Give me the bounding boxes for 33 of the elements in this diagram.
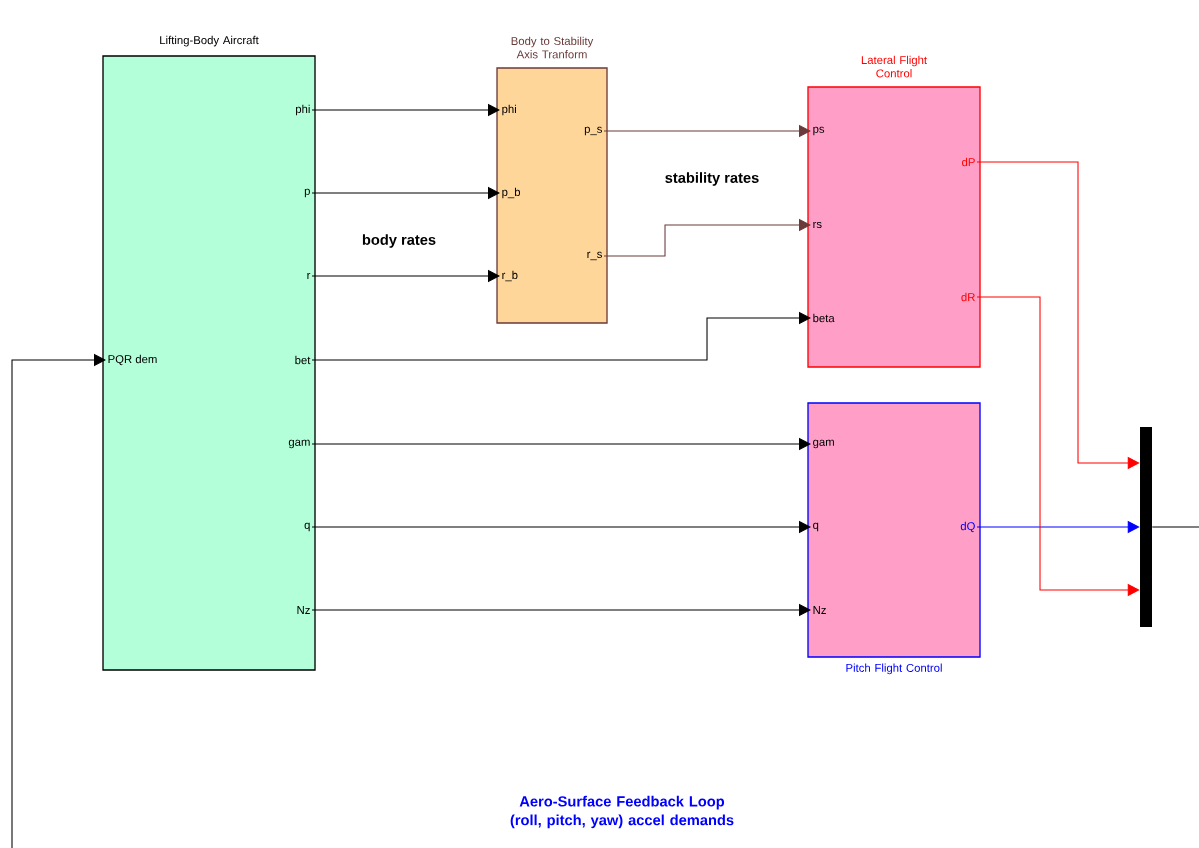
port-label: gam xyxy=(288,439,310,449)
arrow xyxy=(311,311,811,361)
port-label: bet xyxy=(295,355,311,365)
port-label: ps xyxy=(813,126,825,136)
port-label: rs xyxy=(813,221,822,229)
port-label: r xyxy=(307,272,311,280)
port-label: phi xyxy=(502,104,516,116)
port-label: r_b xyxy=(502,270,518,282)
port-label: p xyxy=(304,188,310,198)
label: stability rates xyxy=(665,172,759,186)
port-label: Nz xyxy=(813,606,826,614)
label: body rates xyxy=(362,234,436,248)
port-label: p_s xyxy=(584,126,602,136)
port-label: PQR dem xyxy=(108,354,157,366)
node-label: Body to Stability Axis Tranform xyxy=(511,36,594,59)
port-label: p_b xyxy=(502,187,521,199)
mux-bar xyxy=(1140,427,1152,627)
port-label: dR xyxy=(961,292,975,302)
port-label: q xyxy=(813,522,819,532)
node-label: Pitch Flight Control xyxy=(846,663,942,675)
port-label: dQ xyxy=(960,521,975,533)
arrow xyxy=(11,353,106,848)
node-label: Lifting-Body Aircraft xyxy=(160,35,259,47)
port-label: Nz xyxy=(297,606,310,614)
port-label: dP xyxy=(962,157,975,167)
port-label: r_s xyxy=(587,251,602,261)
port-label: q xyxy=(304,522,310,532)
port-label: beta xyxy=(813,313,835,323)
node-label: Lateral Flight Control xyxy=(861,55,927,78)
arrow xyxy=(603,218,811,257)
label: Aero-Surface Feedback Loop (roll, pitch, yaw) accel demands xyxy=(510,795,734,829)
port-label: phi xyxy=(296,104,310,116)
port-label: gam xyxy=(813,439,834,449)
